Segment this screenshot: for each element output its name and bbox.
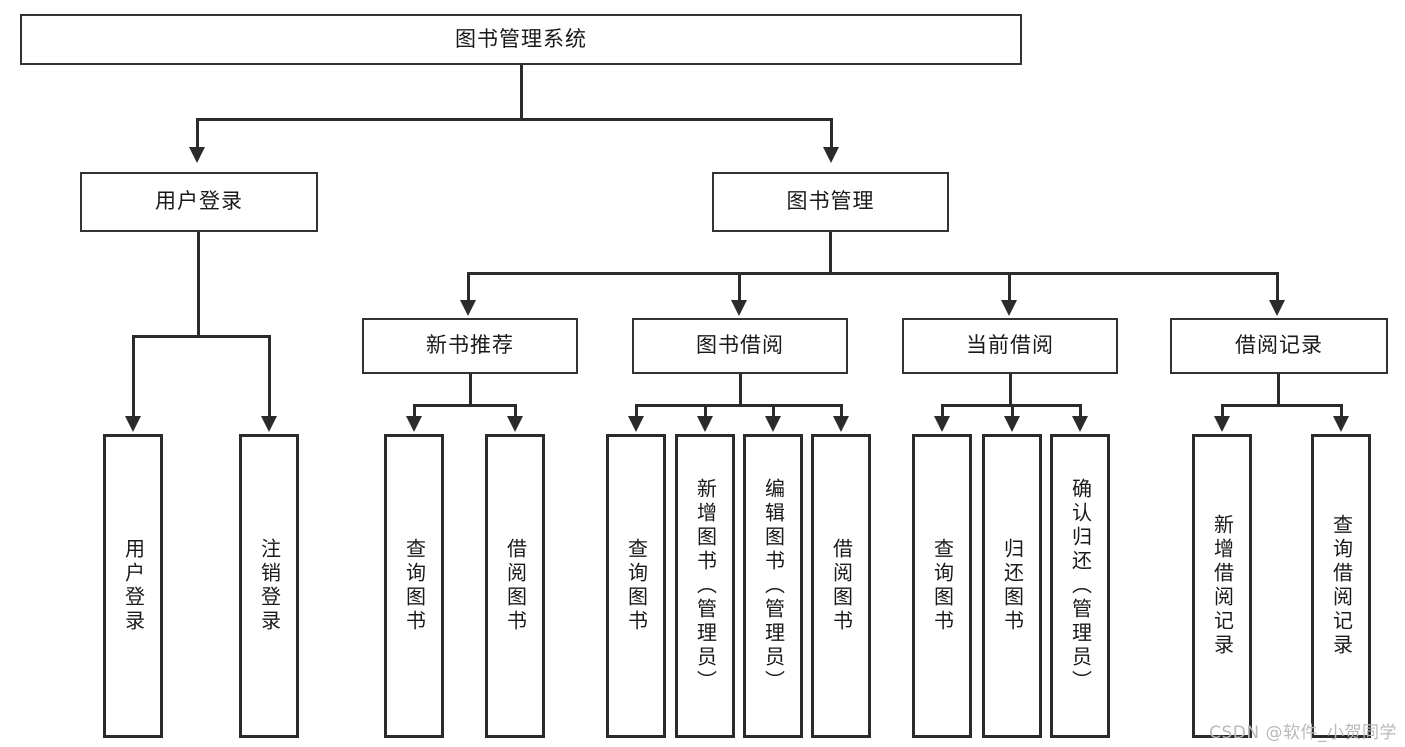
leaf-label: 编辑图书（管理员） xyxy=(761,478,786,694)
leaf-label: 查询图书 xyxy=(402,538,427,634)
leaf-label: 借阅图书 xyxy=(503,538,528,634)
node-label: 图书借阅 xyxy=(696,333,784,358)
watermark-text: CSDN @软件_小贺同学 xyxy=(1209,723,1397,743)
leaf-node-add-book-admin[interactable]: 新增图书（管理员） xyxy=(675,434,735,738)
leaf-node-query-borrow-record[interactable]: 查询借阅记录 xyxy=(1311,434,1371,738)
arrowhead-leaf-query-book-3 xyxy=(934,416,950,432)
arrowhead-leaf-edit-book xyxy=(765,416,781,432)
arrowhead-leaf-query-book-1 xyxy=(406,416,422,432)
node-label: 当前借阅 xyxy=(966,333,1054,358)
node-label: 用户登录 xyxy=(155,189,243,214)
arrowhead-to-book-manage xyxy=(823,147,839,163)
connector-to-leaf-query-book-1 xyxy=(413,404,416,420)
leaf-node-query-book-1[interactable]: 查询图书 xyxy=(384,434,444,738)
connector-borrow-record-stem xyxy=(1277,374,1280,406)
node-user-login[interactable]: 用户登录 xyxy=(80,172,318,232)
leaf-label: 查询图书 xyxy=(624,538,649,634)
connector-to-leaf-borrow-book-2 xyxy=(840,404,843,420)
arrowhead-leaf-user-login xyxy=(125,416,141,432)
leaf-label: 新增借阅记录 xyxy=(1210,514,1235,658)
leaf-node-add-borrow-record[interactable]: 新增借阅记录 xyxy=(1192,434,1252,738)
connector-level3-bus xyxy=(467,272,1279,275)
connector-to-new-book-rec xyxy=(467,272,470,302)
arrowhead-leaf-add-record xyxy=(1214,416,1230,432)
leaf-node-user-login[interactable]: 用户登录 xyxy=(103,434,163,738)
connector-to-leaf-query-book-2 xyxy=(635,404,638,420)
leaf-node-logout[interactable]: 注销登录 xyxy=(239,434,299,738)
node-borrow-record[interactable]: 借阅记录 xyxy=(1170,318,1388,374)
node-new-book-recommendation[interactable]: 新书推荐 xyxy=(362,318,578,374)
node-current-borrow[interactable]: 当前借阅 xyxy=(902,318,1118,374)
node-book-manage[interactable]: 图书管理 xyxy=(712,172,949,232)
connector-to-current-borrow xyxy=(1008,272,1011,302)
arrowhead-leaf-confirm-return xyxy=(1072,416,1088,432)
leaf-label: 借阅图书 xyxy=(829,538,854,634)
arrowhead-leaf-borrow-book-2 xyxy=(833,416,849,432)
connector-current-borrow-stem xyxy=(1009,374,1012,406)
node-label: 图书管理 xyxy=(786,189,875,214)
connector-to-leaf-logout xyxy=(268,335,271,419)
arrowhead-leaf-query-record xyxy=(1333,416,1349,432)
connector-user-login-bus xyxy=(132,335,271,338)
arrowhead-book-borrow xyxy=(731,300,747,316)
connector-to-leaf-confirm-return xyxy=(1079,404,1082,420)
node-root-system[interactable]: 图书管理系统 xyxy=(20,14,1022,65)
leaf-label: 查询借阅记录 xyxy=(1329,514,1354,658)
connector-to-leaf-query-record xyxy=(1340,404,1343,420)
connector-to-leaf-add-record xyxy=(1221,404,1224,420)
arrowhead-current-borrow xyxy=(1001,300,1017,316)
arrowhead-leaf-return-book xyxy=(1004,416,1020,432)
connector-book-borrow-stem xyxy=(739,374,742,406)
connector-user-login-stem xyxy=(197,232,200,335)
connector-to-leaf-borrow-book-1 xyxy=(514,404,517,420)
leaf-node-confirm-return-admin[interactable]: 确认归还（管理员） xyxy=(1050,434,1110,738)
connector-borrow-record-bus xyxy=(1221,404,1343,407)
leaf-label: 用户登录 xyxy=(121,538,146,634)
connector-to-book-manage xyxy=(830,118,833,148)
leaf-node-edit-book-admin[interactable]: 编辑图书（管理员） xyxy=(743,434,803,738)
connector-to-borrow-record xyxy=(1276,272,1279,302)
connector-to-leaf-return-book xyxy=(1011,404,1014,420)
connector-level2-bus xyxy=(196,118,833,121)
connector-to-leaf-add-book xyxy=(704,404,707,420)
leaf-node-borrow-book-2[interactable]: 借阅图书 xyxy=(811,434,871,738)
arrowhead-leaf-query-book-2 xyxy=(628,416,644,432)
leaf-node-query-book-2[interactable]: 查询图书 xyxy=(606,434,666,738)
arrowhead-leaf-add-book xyxy=(697,416,713,432)
leaf-node-return-book[interactable]: 归还图书 xyxy=(982,434,1042,738)
leaf-node-borrow-book-1[interactable]: 借阅图书 xyxy=(485,434,545,738)
connector-new-book-rec-bus xyxy=(413,404,517,407)
connector-root-stem xyxy=(520,65,523,118)
connector-to-user-login xyxy=(196,118,199,148)
connector-to-leaf-user-login xyxy=(132,335,135,419)
node-book-borrow[interactable]: 图书借阅 xyxy=(632,318,848,374)
leaf-label: 注销登录 xyxy=(257,538,282,634)
connector-to-book-borrow xyxy=(738,272,741,302)
node-label: 借阅记录 xyxy=(1235,333,1323,358)
connector-to-leaf-query-book-3 xyxy=(941,404,944,420)
arrowhead-leaf-borrow-book-1 xyxy=(507,416,523,432)
node-label: 新书推荐 xyxy=(426,333,514,358)
leaf-node-query-book-3[interactable]: 查询图书 xyxy=(912,434,972,738)
leaf-label: 查询图书 xyxy=(930,538,955,634)
node-label: 图书管理系统 xyxy=(455,26,587,51)
arrowhead-new-book-rec xyxy=(460,300,476,316)
arrowhead-to-user-login xyxy=(189,147,205,163)
leaf-label: 新增图书（管理员） xyxy=(693,478,718,694)
connector-book-manage-stem xyxy=(829,232,832,274)
leaf-label: 归还图书 xyxy=(1000,538,1025,634)
connector-to-leaf-edit-book xyxy=(772,404,775,420)
connector-book-borrow-bus xyxy=(635,404,843,407)
arrowhead-leaf-logout xyxy=(261,416,277,432)
connector-new-book-rec-stem xyxy=(469,374,472,406)
arrowhead-borrow-record xyxy=(1269,300,1285,316)
leaf-label: 确认归还（管理员） xyxy=(1068,478,1093,694)
